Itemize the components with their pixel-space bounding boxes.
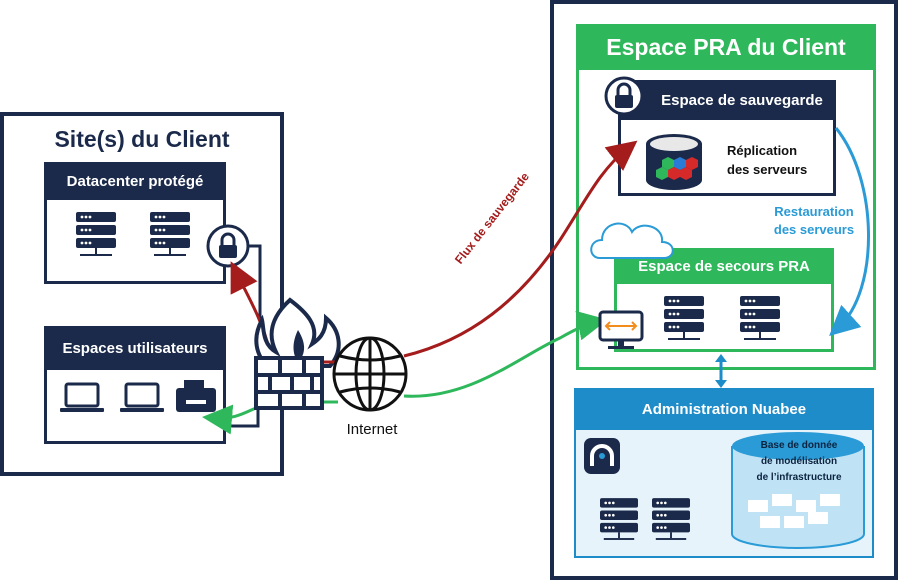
server-icon [652,498,690,540]
db-text-line-3: de l’infrastructure [756,472,842,483]
monitor-transfer-icon [598,310,644,349]
globe-icon [332,336,408,412]
database-icon [731,432,865,549]
lock-icon [604,76,644,116]
replication-label-1: Réplication [727,143,798,158]
database-icon [646,134,702,190]
users-label: Espaces utilisateurs [44,326,226,370]
server-icon [600,498,638,540]
restore-label-1: Restauration [774,204,854,219]
server-icon [150,212,190,256]
admin-title: Administration Nuabee [574,388,874,430]
datacenter-label: Datacenter protégé [44,162,226,200]
firewall-icon [254,297,341,410]
server-icon [76,212,116,256]
lock-icon [206,224,250,268]
printer-icon [176,380,216,412]
pra-title: Espace PRA du Client [576,24,876,70]
internet-label: Internet [346,421,398,438]
db-text-line-1: Base de donnée [760,440,838,451]
client-site-title: Site(s) du Client [54,125,230,152]
server-icon [664,296,704,340]
db-text-line-2: de modélisation [760,456,838,467]
laptop-icon [120,382,164,412]
laptop-icon [60,382,104,412]
cloud-icon [590,222,674,259]
server-icon [740,296,780,340]
nuabee-logo-icon [584,438,620,474]
restore-label-2: des serveurs [773,222,855,237]
replication-label-2: des serveurs [727,162,808,177]
backup-space-label: Espace de sauvegarde [618,80,836,120]
